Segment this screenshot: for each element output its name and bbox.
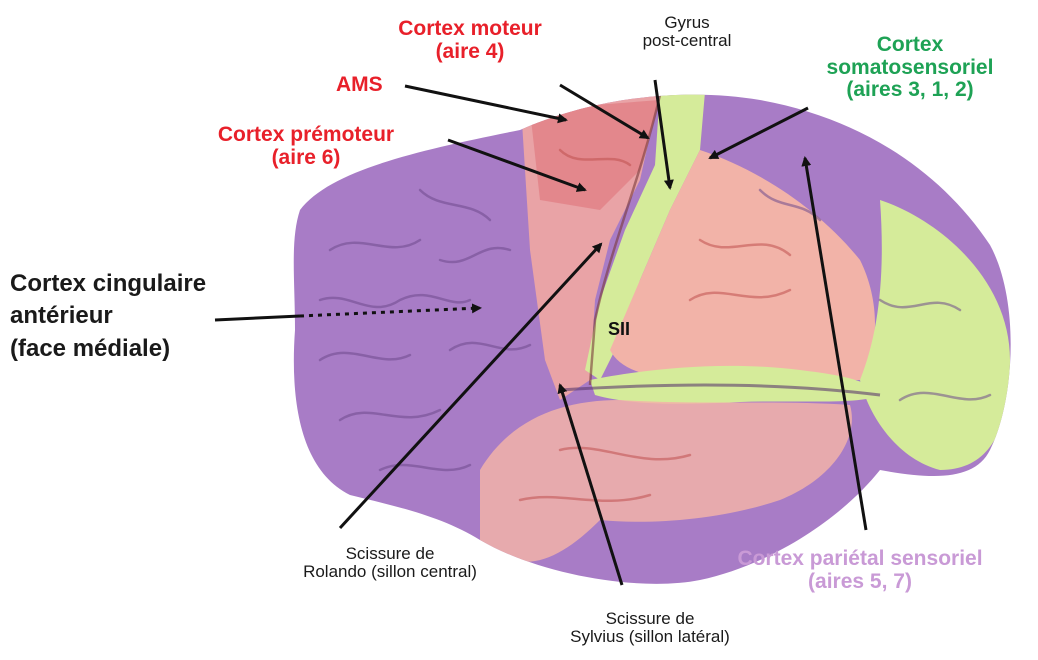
label-ams: AMS — [336, 74, 383, 97]
label-cortex-parietal: Cortex pariétal sensoriel (aires 5, 7) — [690, 548, 1030, 593]
label-sii: SII — [608, 320, 630, 339]
label-scissure-rolando: Scissure de Rolando (sillon central) — [260, 545, 520, 582]
label-cortex-premoteur: Cortex prémoteur (aire 6) — [176, 124, 436, 169]
label-cortex-moteur: Cortex moteur (aire 4) — [360, 18, 580, 63]
label-gyrus-post-central: Gyrus post-central — [612, 14, 762, 51]
label-cortex-somatosensoriel: Cortex somatosensoriel (aires 3, 1, 2) — [790, 34, 1030, 102]
label-scissure-sylvius: Scissure de Sylvius (sillon latéral) — [520, 610, 780, 647]
label-cortex-cingulaire: Cortex cingulaire antérieur (face médial… — [10, 268, 206, 365]
